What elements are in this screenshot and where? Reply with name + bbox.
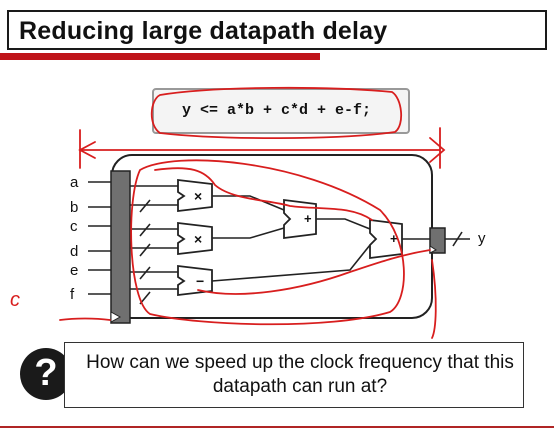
- question-icon: ?: [20, 348, 72, 400]
- input-label-b: b: [70, 199, 78, 216]
- stage3-input-wire: [316, 218, 371, 230]
- question-text: How can we speed up the clock frequency …: [86, 352, 514, 397]
- code-statement: y <= a*b + c*d + e-f;: [182, 102, 372, 119]
- op-symbol-add-2: +: [390, 231, 398, 246]
- critical-path-loop: [130, 159, 405, 326]
- stage2-input-wires: [211, 195, 371, 282]
- input-label-d: d: [70, 243, 78, 260]
- op-symbol-mul-2: ×: [194, 231, 202, 247]
- output-bus-mark: [452, 231, 463, 247]
- annotation-letter: c: [10, 289, 20, 311]
- output-label-y: y: [478, 230, 486, 247]
- question-mark: ?: [34, 352, 58, 394]
- code-circle-annotation: [150, 86, 402, 140]
- title-bar: Reducing large datapath delay: [7, 10, 547, 50]
- multiplier-ab: ×: [177, 178, 213, 213]
- bottom-rule: [0, 426, 554, 428]
- title-accent-bar: [0, 53, 320, 60]
- input-label-e: e: [70, 262, 78, 279]
- output-register-mark: [431, 259, 437, 339]
- op-symbol-mul-1: ×: [194, 188, 202, 204]
- bus-width-marks: [139, 199, 151, 305]
- critical-path-trace: [154, 167, 373, 221]
- input-label-f: f: [70, 286, 75, 303]
- red-annotations: [59, 86, 446, 339]
- stage1-input-wires: [130, 185, 178, 290]
- code-box: y <= a*b + c*d + e-f;: [152, 88, 410, 134]
- input-wires: [88, 181, 111, 295]
- multiplier-cd: ×: [177, 221, 213, 256]
- op-symbol-sub: −: [196, 273, 204, 289]
- adder-stage2: +: [283, 198, 317, 240]
- delay-arrow-head-right: [429, 137, 446, 163]
- subtractor-ef: −: [177, 264, 213, 297]
- input-register: [110, 170, 131, 324]
- register-underline: [59, 317, 111, 321]
- slide-title: Reducing large datapath delay: [19, 17, 388, 45]
- op-symbol-add-1: +: [304, 211, 312, 226]
- input-label-a: a: [70, 174, 79, 191]
- input-register-clock: [110, 311, 122, 323]
- output-register: [429, 227, 446, 254]
- input-label-c: c: [70, 218, 78, 235]
- question-box: How can we speed up the clock frequency …: [64, 342, 524, 408]
- subtract-path-trace: [197, 249, 431, 295]
